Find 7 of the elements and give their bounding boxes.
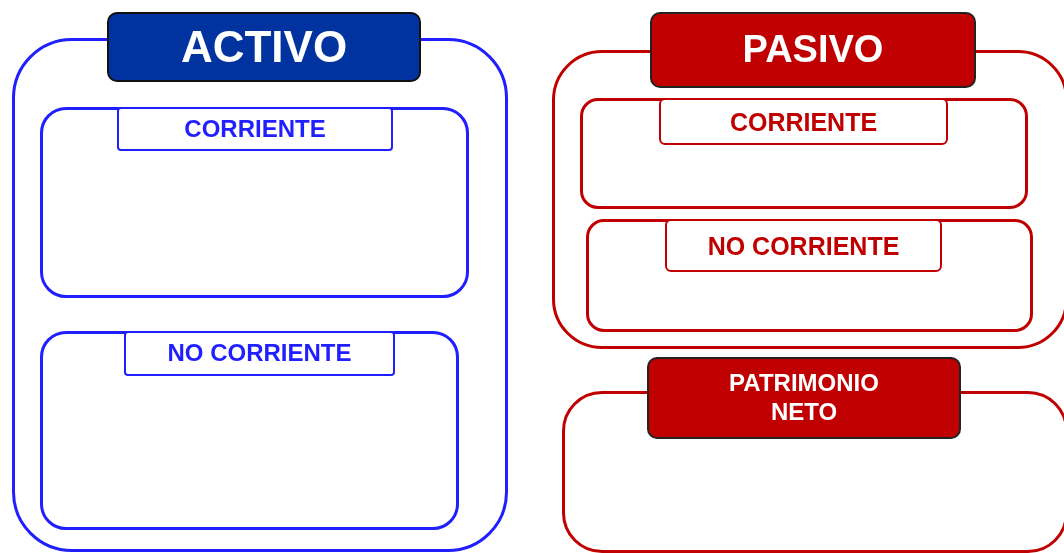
section-title: CORRIENTE	[659, 98, 948, 145]
section-title: ACTIVO	[107, 12, 421, 82]
section-title: NO CORRIENTE	[124, 331, 395, 376]
section-title: NO CORRIENTE	[665, 219, 942, 272]
section-title: PATRIMONIO NETO	[647, 357, 961, 439]
section-title: PASIVO	[650, 12, 976, 88]
section-title: CORRIENTE	[117, 107, 393, 151]
